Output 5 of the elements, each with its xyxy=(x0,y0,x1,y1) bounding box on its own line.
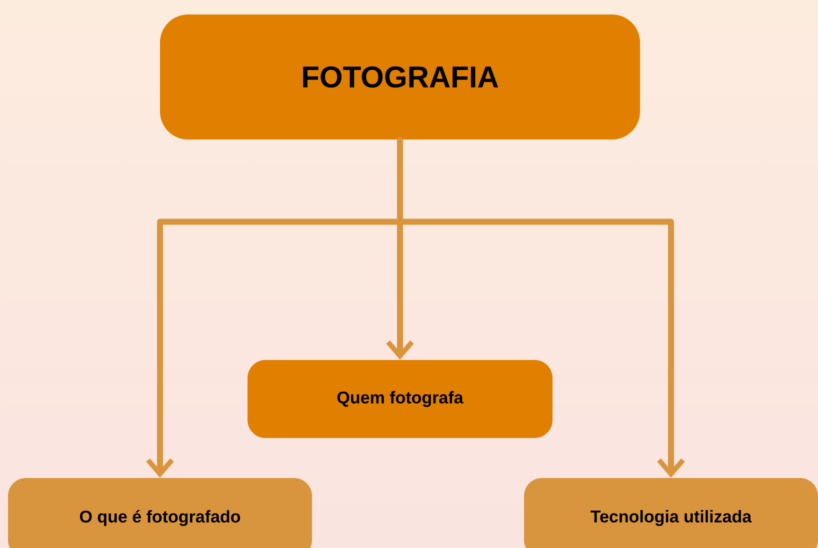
arrow xyxy=(397,136,685,478)
topic-box: Tecnologia utilizada xyxy=(524,478,818,548)
topic-box: Quem fotografa xyxy=(248,360,552,438)
title-box: FOTOGRAFIA xyxy=(160,14,640,140)
topic-box: O que é fotografado xyxy=(8,478,312,548)
